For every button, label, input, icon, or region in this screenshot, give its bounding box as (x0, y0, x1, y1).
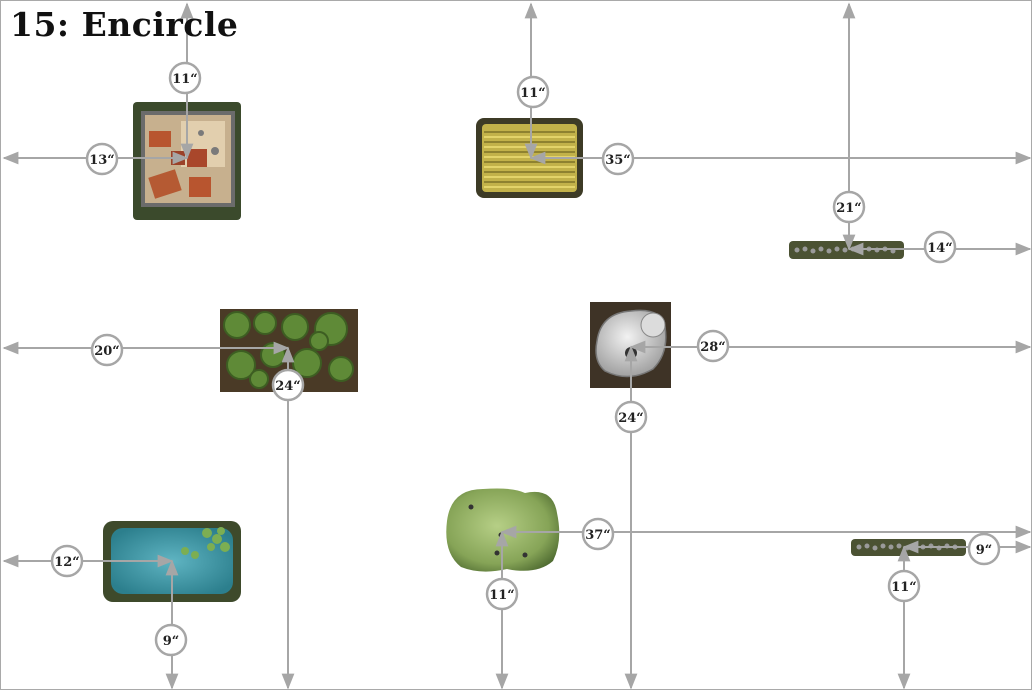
measure-badge-circle (832, 190, 866, 224)
measure-badge-circle (581, 517, 615, 551)
measure-badge-circle (154, 623, 188, 657)
measure-distance-text: 13“ (89, 153, 115, 168)
measure-distance-text: 24“ (275, 379, 301, 394)
measure-distance-text: 28“ (700, 340, 726, 355)
measure-badge-circle (601, 142, 635, 176)
measure-distance-text: 9“ (976, 543, 993, 558)
measure-label-rocky-outcrop-down: 24“ (614, 400, 648, 434)
measure-label-village-left: 13“ (85, 142, 119, 176)
measure-distance-text: 12“ (54, 555, 80, 570)
measure-distance-text: 21“ (836, 201, 862, 216)
measure-label-hill-down: 11“ (485, 577, 519, 611)
measure-distance-text: 20“ (94, 344, 120, 359)
measure-label-forest-down: 24“ (271, 368, 305, 402)
measure-label-wheat-field-right: 35“ (601, 142, 635, 176)
measure-distance-text: 14“ (927, 241, 953, 256)
page-title: 15: Encircle (10, 5, 239, 44)
measure-label-stone-wall-upper-up: 21“ (832, 190, 866, 224)
measure-label-pond-left: 12“ (50, 544, 84, 578)
measure-distance-text: 35“ (605, 153, 631, 168)
measure-badge-circle (516, 75, 550, 109)
measure-label-stone-wall-upper-right: 14“ (923, 230, 957, 264)
measure-label-stone-wall-lower-right: 9“ (967, 532, 1001, 566)
measure-label-hill-right: 37“ (581, 517, 615, 551)
measure-badge-circle (168, 61, 202, 95)
measure-distance-text: 9“ (163, 634, 180, 649)
measure-distance-text: 37“ (585, 528, 611, 543)
measure-distance-text: 11“ (891, 580, 917, 595)
measure-distance-text: 11“ (172, 72, 198, 87)
measure-label-rocky-outcrop-right: 28“ (696, 329, 730, 363)
measure-badge-circle (696, 329, 730, 363)
measure-label-wheat-field-up: 11“ (516, 75, 550, 109)
measure-distance-text: 11“ (489, 588, 515, 603)
measure-distance-text: 24“ (618, 411, 644, 426)
measure-badge-circle (85, 142, 119, 176)
measure-badge-circle (485, 577, 519, 611)
measure-badge-circle (967, 532, 1001, 566)
measure-badge-circle (614, 400, 648, 434)
measure-label-stone-wall-lower-down: 11“ (887, 569, 921, 603)
measure-label-village-up: 11“ (168, 61, 202, 95)
measure-label-forest-left: 20“ (90, 333, 124, 367)
measure-badge-circle (271, 368, 305, 402)
measure-badge-circle (923, 230, 957, 264)
measure-badge-circle (90, 333, 124, 367)
measure-badge-circle (887, 569, 921, 603)
measure-badge-circle (50, 544, 84, 578)
measure-distance-text: 11“ (520, 86, 546, 101)
measure-label-pond-down: 9“ (154, 623, 188, 657)
